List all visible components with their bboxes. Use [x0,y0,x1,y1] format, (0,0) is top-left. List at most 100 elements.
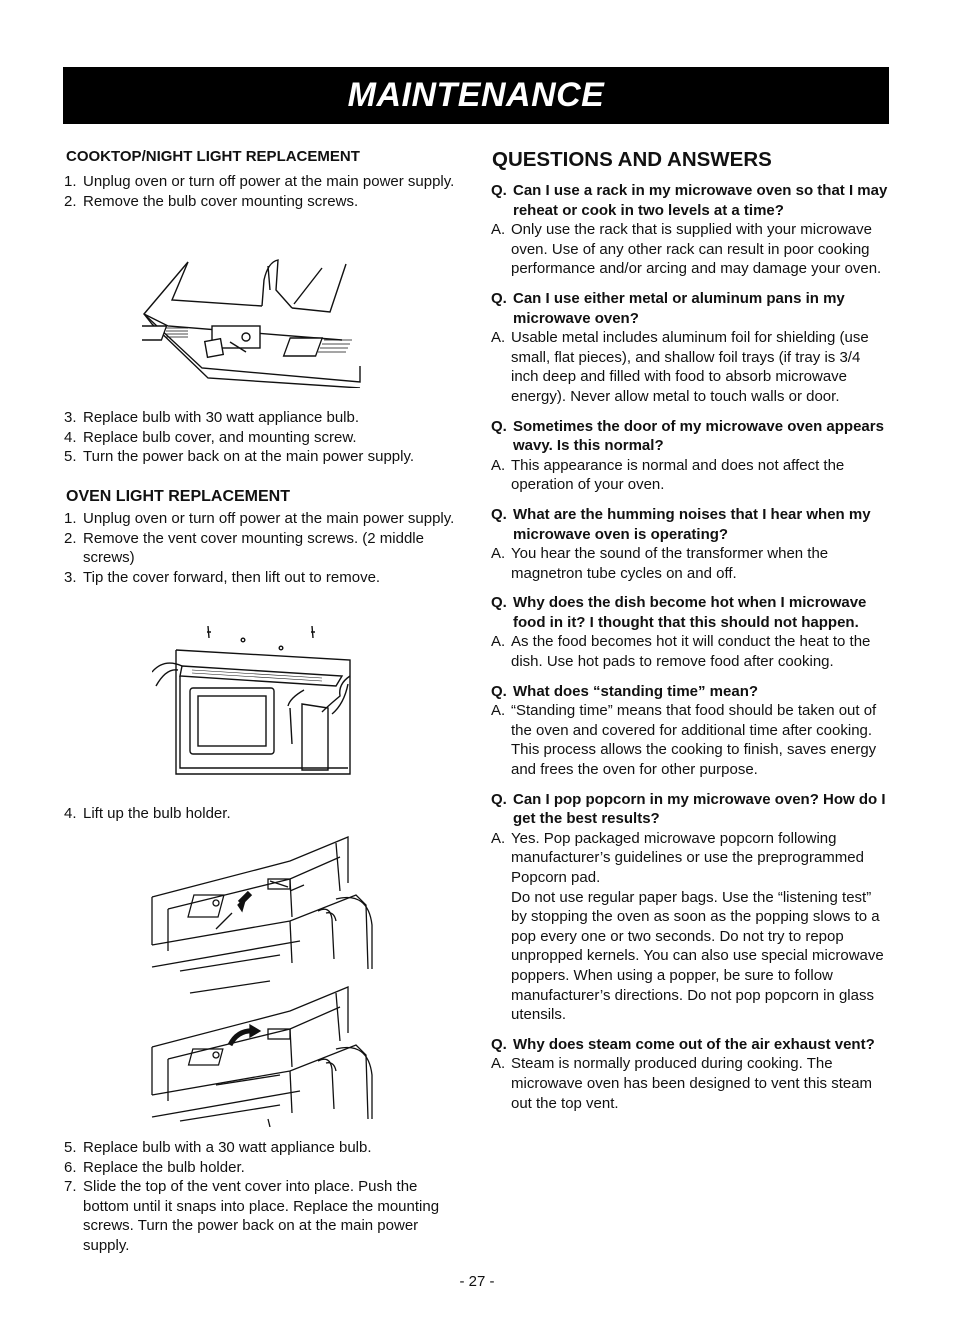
question-prefix: Q. [491,289,507,307]
question: Q. Can I pop popcorn in my microwave oven… [491,790,891,829]
step-text: Unplug oven or turn off power at the mai… [83,173,455,190]
step-number: 1. [64,510,77,527]
page-title-banner: MAINTENANCE [63,67,889,124]
step-item: 6.Replace the bulb holder. [64,1158,464,1178]
qa-item: Q. Why does the dish become hot when I mi… [491,593,891,671]
step-number: 7. [64,1178,77,1196]
bulb-holder-lift-illustration [150,835,376,1127]
answer: A. This appearance is normal and does not… [491,456,891,495]
answer-text: Yes. Pop packaged microwave popcorn foll… [511,829,864,886]
answer-prefix: A. [491,221,506,239]
step-text: Turn the power back on at the main power… [83,448,415,466]
answer: A. “Standing time” means that food should… [491,701,891,779]
answer-prefix: A. [491,633,506,651]
cooktop-light-illustration [142,256,362,388]
answer-prefix: A. [491,329,506,347]
question: Q. Why does the dish become hot when I mi… [491,593,891,632]
answer-text-continued: Do not use regular paper bags. Use the “… [511,888,884,1024]
answer-text: This appearance is normal and does not a… [511,456,845,494]
step-text: Tip the cover forward, then lift out to … [83,568,381,586]
step-text: Lift up the bulb holder. [83,805,231,822]
step-item: 2. Remove the vent cover mounting screws.… [64,529,464,568]
question-prefix: Q. [491,1035,507,1053]
cooktop-steps-a: 1.Unplug oven or turn off power at the m… [64,172,464,211]
cooktop-steps-b: 3. Replace bulb with 30 watt appliance bu… [64,408,464,467]
step-number: 2. [64,192,77,210]
question: Q. Can I use a rack in my microwave oven … [491,181,891,220]
step-item: 1.Unplug oven or turn off power at the m… [64,509,464,529]
question-text: Can I use either metal or aluminum pans … [513,289,845,327]
answer-text: “Standing time” means that food should b… [511,702,877,779]
step-number: 4. [64,805,77,822]
answer-text: Only use the rack that is supplied with … [511,221,882,278]
answer: A. Steam is normally produced during cook… [491,1054,891,1113]
step-text: Slide the top of the vent cover into pla… [83,1178,440,1254]
qa-item: Q. Sometimes the door of my microwave ove… [491,417,891,495]
oven-light-heading: OVEN LIGHT REPLACEMENT [66,488,291,505]
page-title: MAINTENANCE [347,76,605,114]
oven-steps-a: 1.Unplug oven or turn off power at the m… [64,509,464,587]
oven-steps-b: 4. Lift up the bulb holder. [64,804,464,824]
question-text: Can I use a rack in my microwave oven so… [513,182,888,219]
step-text: Replace bulb with 30 watt appliance bulb… [83,409,360,426]
step-number: 3. [64,568,77,586]
question-prefix: Q. [491,417,507,435]
answer-prefix: A. [491,829,506,847]
question: Q. Can I use either metal or aluminum pan… [491,289,891,328]
answer-text: As the food becomes hot it will conduct … [511,633,871,671]
answer-text: Steam is normally produced during cookin… [511,1055,873,1112]
step-item: 7. Slide the top of the vent cover into p… [64,1177,464,1255]
question-text: What are the humming noises that I hear … [513,505,871,543]
step-item: 5. Replace bulb with a 30 watt appliance … [64,1138,464,1158]
step-item: 2. Remove the bulb cover mounting screws. [64,192,464,212]
page-number: - 27 - [459,1273,495,1290]
step-number: 5. [64,448,77,466]
question-text: Can I pop popcorn in my microwave oven? … [513,790,886,828]
question: Q. What does “standing time” mean? [491,682,891,702]
question-text: What does “standing time” mean? [513,682,759,700]
question-text: Why does steam come out of the air exhau… [513,1035,875,1053]
step-item: 4.Replace bulb cover, and mounting screw… [64,428,464,448]
question-text: Sometimes the door of my microwave oven … [513,417,884,455]
step-text: Replace bulb cover, and mounting screw. [83,428,357,446]
question: Q. What are the humming noises that I hea… [491,505,891,544]
qa-item: Q. Can I pop popcorn in my microwave oven… [491,790,891,1025]
step-number: 2. [64,529,77,547]
question-prefix: Q. [491,594,507,612]
cooktop-heading: COOKTOP/NIGHT LIGHT REPLACEMENT [66,148,360,165]
step-text: Remove the vent cover mounting screws. (… [83,529,424,567]
step-number: 5. [64,1139,77,1156]
vent-cover-removal-illustration [152,624,362,782]
qa-heading: QUESTIONS AND ANSWERS [492,148,772,171]
step-item: 1.Unplug oven or turn off power at the m… [64,172,464,192]
answer-prefix: A. [491,702,506,720]
step-number: 3. [64,409,77,426]
answer-prefix: A. [491,1055,506,1073]
answer: A. Only use the rack that is supplied wit… [491,220,891,279]
answer: A. Usable metal includes aluminum foil fo… [491,328,891,406]
step-item: 3. Replace bulb with 30 watt appliance bu… [64,408,464,428]
answer-text: Usable metal includes aluminum foil for … [511,329,869,405]
qa-item: Q. What does “standing time” mean? A. “Stan… [491,682,891,780]
answer-prefix: A. [491,456,506,474]
question-prefix: Q. [491,682,507,700]
qa-item: Q. Why does steam come out of the air exh… [491,1035,891,1113]
step-text: Replace bulb with a 30 watt appliance bu… [83,1139,372,1156]
qa-item: Q. Can I use a rack in my microwave oven … [491,181,891,279]
answer: A. Yes. Pop packaged microwave popcorn fo… [491,829,891,1025]
step-item: 4. Lift up the bulb holder. [64,804,464,824]
step-number: 6. [64,1158,77,1176]
answer-prefix: A. [491,545,506,563]
step-text: Remove the bulb cover mounting screws. [83,192,359,210]
qa-item: Q. Can I use either metal or aluminum pan… [491,289,891,407]
question-prefix: Q. [491,182,507,199]
question-prefix: Q. [491,505,507,523]
question-prefix: Q. [491,790,507,808]
qa-item: Q. What are the humming noises that I hea… [491,505,891,583]
oven-steps-c: 5. Replace bulb with a 30 watt appliance … [64,1138,464,1256]
question-text: Why does the dish become hot when I micr… [513,594,867,631]
question: Q. Why does steam come out of the air exh… [491,1035,891,1055]
answer-text: You hear the sound of the transformer wh… [511,545,829,582]
question: Q. Sometimes the door of my microwave ove… [491,417,891,456]
qa-list: Q. Can I use a rack in my microwave oven … [491,181,891,1113]
